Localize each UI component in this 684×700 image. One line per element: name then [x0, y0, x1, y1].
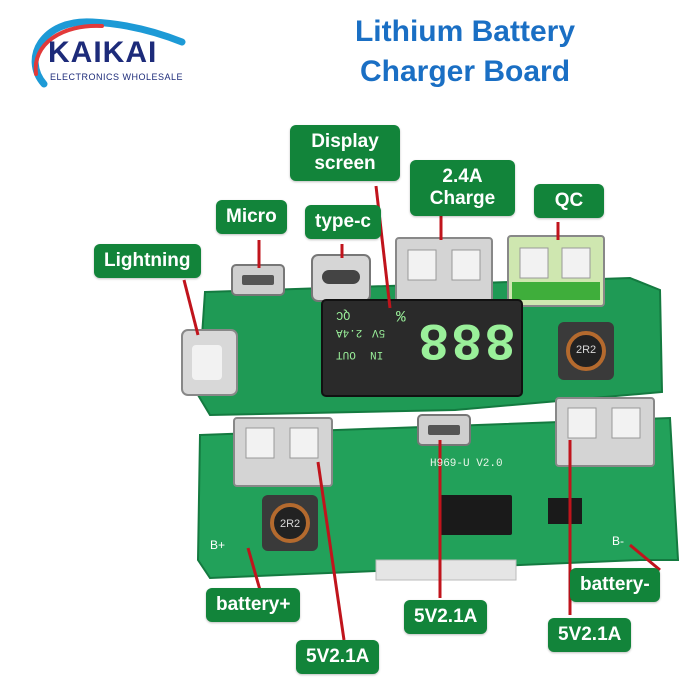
label-display-screen-line2: screen — [314, 153, 376, 174]
bottom-board — [196, 397, 680, 581]
lcd-volts: 5V — [372, 326, 386, 338]
lcd-qc: QC — [336, 308, 351, 322]
label-type-c: type-c — [305, 205, 381, 239]
label-battery-plus: battery+ — [206, 588, 301, 622]
label-output-right: 5V2.1A — [548, 618, 632, 652]
lcd-percent: % — [396, 306, 406, 324]
lcd-amps: 2.4A — [336, 326, 363, 338]
label-qc: QC — [534, 184, 604, 218]
top-board — [181, 235, 664, 417]
brand-tagline: ELECTRONICS WHOLESALE — [50, 72, 184, 82]
lcd-in: IN — [370, 348, 384, 360]
board-model-text: H969-U V2.0 — [430, 458, 503, 470]
label-charge-line1: 2.4A — [442, 166, 483, 187]
inductor-left-marking: 2R2 — [280, 518, 301, 530]
label-display-screen-line1: Display — [311, 131, 379, 152]
label-charge: 2.4A Charge — [410, 160, 515, 216]
label-battery-minus: battery- — [570, 568, 660, 602]
label-display-screen: Display screen — [290, 125, 400, 181]
brand-name: KAIKAI — [48, 36, 158, 69]
label-lightning: Lightning — [94, 244, 201, 278]
label-output-left: 5V2.1A — [296, 640, 380, 674]
label-micro: Micro — [216, 200, 287, 234]
label-output-center: 5V2.1A — [404, 600, 488, 634]
brand-logo: KAIKAI ELECTRONICS WHOLESALE — [22, 14, 222, 104]
lcd-out: OUT — [336, 348, 356, 360]
title-line-1: Lithium Battery — [354, 15, 576, 48]
label-charge-line2: Charge — [429, 188, 496, 209]
lcd-digits: 888 — [416, 309, 516, 368]
lcd-display: QC 2.4A 5V OUT IN % 888 — [330, 304, 520, 394]
logo-swoosh-icon — [31, 18, 186, 88]
b-minus-text: B- — [612, 534, 624, 548]
page-title: Lithium Battery Charger Board — [300, 12, 630, 92]
inductor-top-marking: 2R2 — [576, 344, 597, 356]
b-plus-text: B+ — [210, 538, 226, 552]
title-line-2: Charger Board — [359, 55, 571, 88]
